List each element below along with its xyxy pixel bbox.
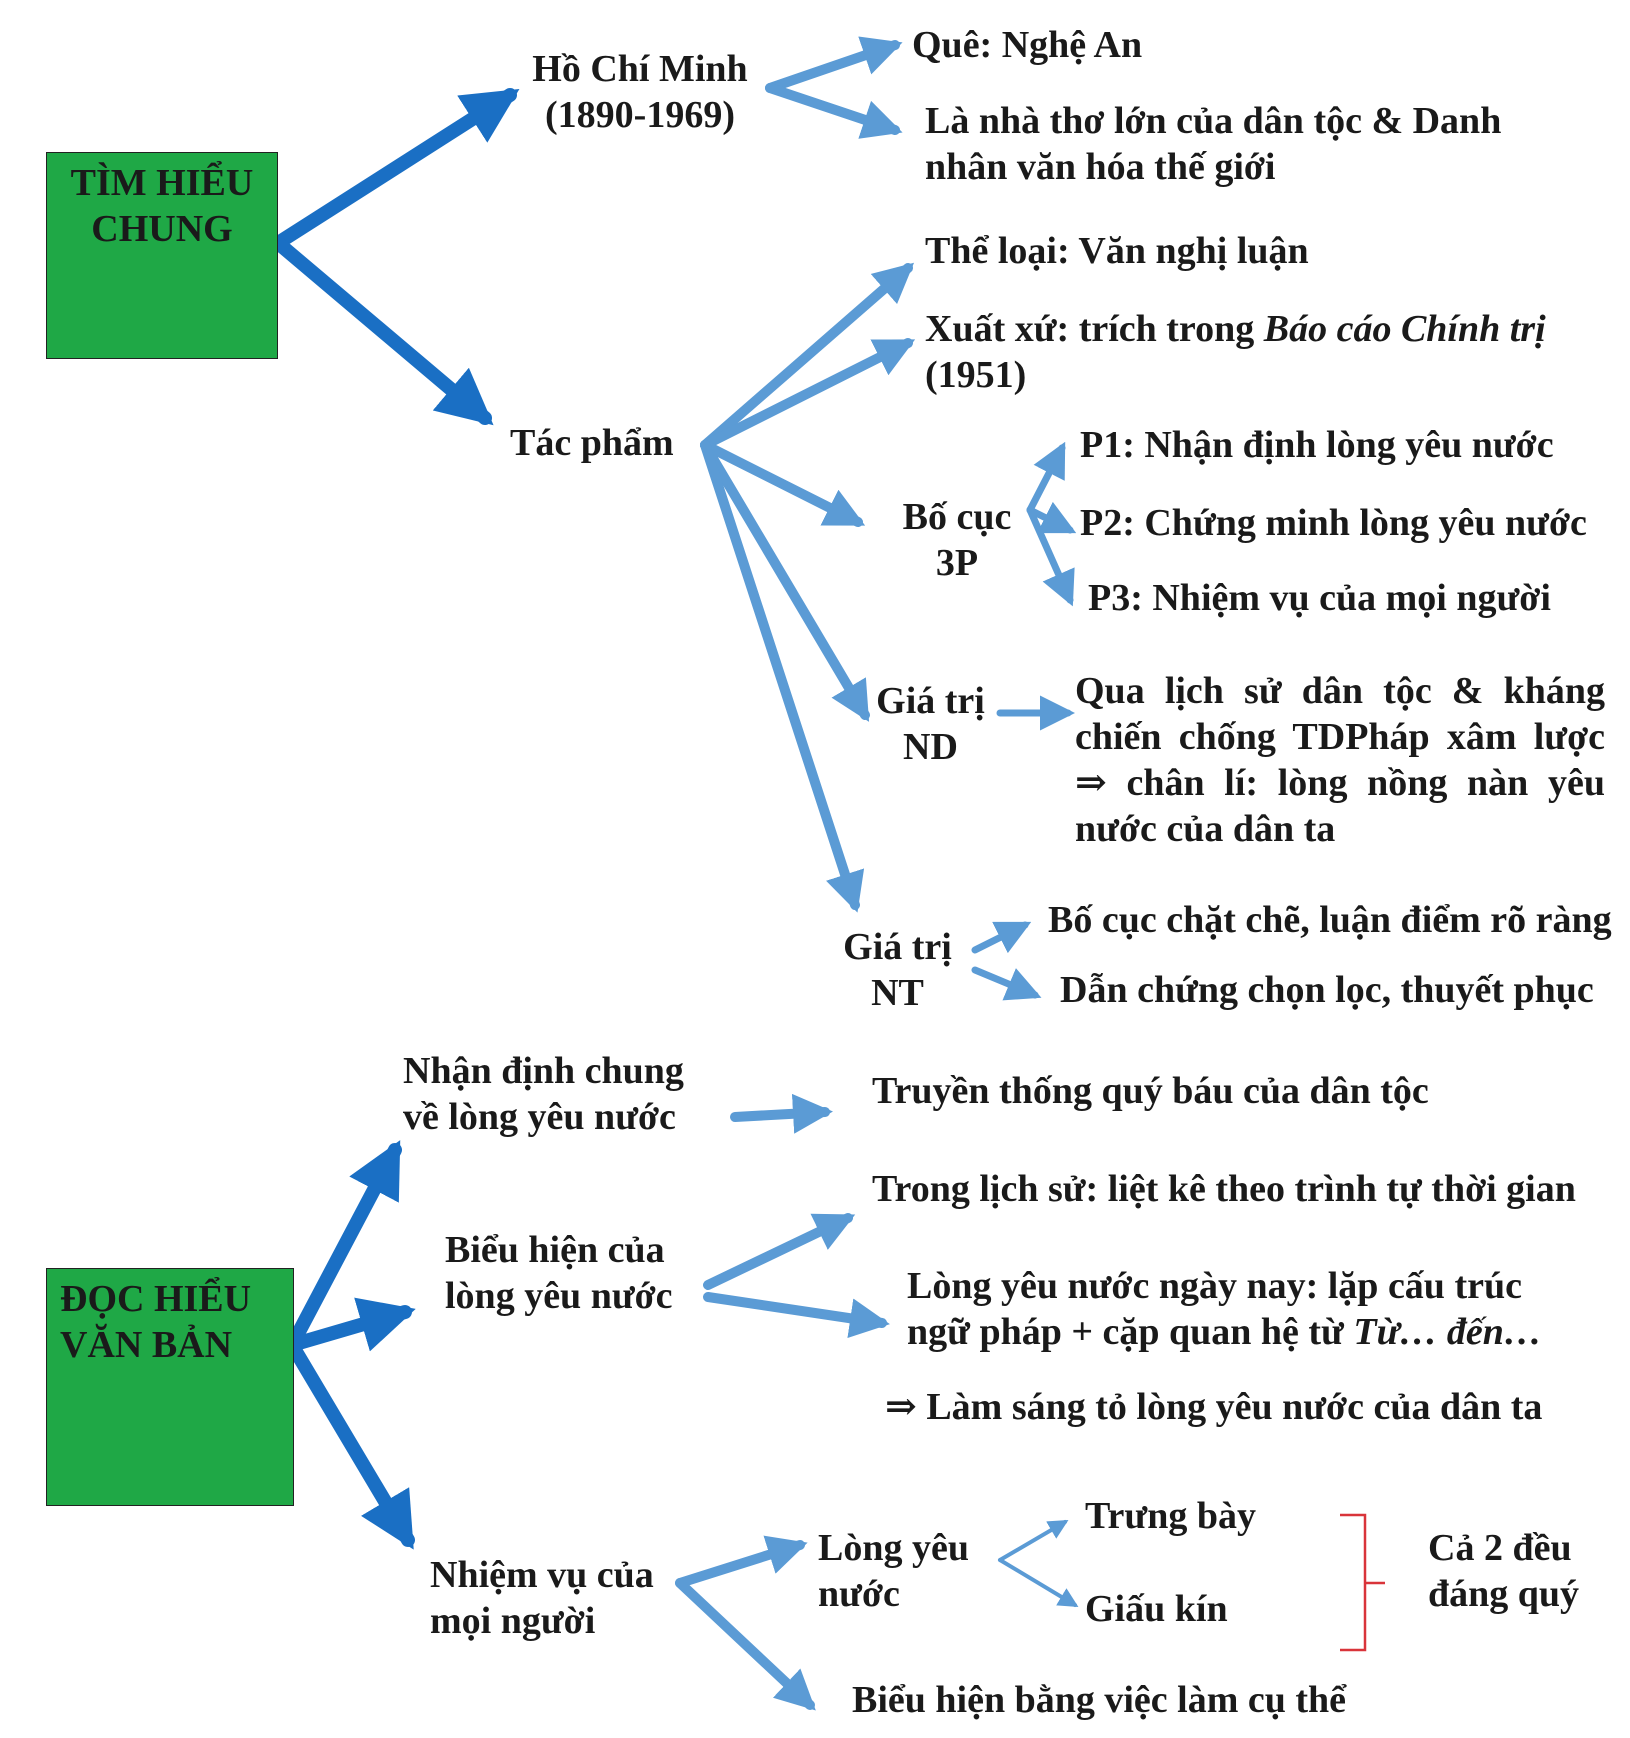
arrow-to-long-yeu-nuoc (675, 1535, 808, 1588)
arrow-to-p1 (1026, 441, 1066, 514)
arrow-to-bieu-hien (285, 1297, 416, 1352)
arrow-to-author (271, 88, 520, 250)
patriotism-node: Lòng yêu nước (818, 1527, 969, 1615)
arrow-to-p2 (1026, 501, 1077, 534)
arrow-nt-2 (971, 966, 1042, 1001)
tradition-text: Truyền thống quý báu của dân tộc (872, 1070, 1429, 1112)
work-origin-title: Báo cáo Chính trị (1263, 308, 1546, 350)
section-label-tim-hieu-chung: TÌM HIỂU CHUNG (70, 162, 254, 250)
section-box-tim-hieu-chung (46, 152, 278, 359)
author-node: Hồ Chí Minh (1890-1969) (520, 46, 760, 138)
art-value-node: Giá trị NT (843, 926, 952, 1014)
arrow-to-nhan-dinh (285, 1140, 402, 1352)
concrete-action-text: Biểu hiện bằng việc làm cụ thể (852, 1679, 1347, 1721)
work-node: Tác phẩm (510, 422, 674, 464)
clarify-text: ⇒ Làm sáng tỏ lòng yêu nước của dân ta (885, 1386, 1543, 1428)
art-value-item-2: Dẫn chứng chọn lọc, thuyết phục (1060, 969, 1594, 1011)
arrow-nt-1 (971, 921, 1032, 954)
displayed-text: Trưng bày (1085, 1495, 1256, 1537)
work-structure-node: Bố cục 3P (902, 496, 1012, 584)
arrow-to-work (271, 236, 494, 426)
general-judgement-node: Nhận định chung về lòng yêu nước (403, 1050, 684, 1138)
arrow-to-viec-lam (675, 1578, 816, 1711)
arrow-to-the-loai (700, 262, 915, 450)
work-origin: Xuất xứ: trích trong Báo cáo Chính trị (… (925, 308, 1546, 396)
author-hometown: Quê: Nghệ An (912, 24, 1143, 66)
structure-part-1: P1: Nhận định lòng yêu nước (1080, 424, 1554, 466)
arrow-to-que (765, 36, 903, 93)
arrow-to-desc (765, 83, 903, 139)
structure-part-3: P3: Nhiệm vụ của mọi người (1088, 577, 1551, 619)
section-box-doc-hieu-van-ban (46, 1268, 294, 1506)
arrow-to-p3 (1026, 506, 1075, 607)
structure-part-2: P2: Chứng minh lòng yêu nước (1080, 502, 1587, 544)
arrow-to-nt (700, 440, 865, 913)
hidden-text: Giấu kín (1085, 1588, 1228, 1630)
arrow-to-trung-bay (998, 1519, 1069, 1562)
arrow-to-bo-cuc (700, 440, 866, 527)
duty-node: Nhiệm vụ của mọi người (430, 1554, 654, 1642)
arrow-to-lich-su (703, 1213, 856, 1290)
expression-node: Biểu hiện của lòng yêu nước (445, 1229, 673, 1317)
work-genre: Thể loại: Văn nghị luận (925, 230, 1309, 272)
section-label-doc-hieu-van-ban: ĐỌC HIỂU VĂN BẢN (60, 1278, 252, 1366)
arrow-to-giau-kin (998, 1558, 1079, 1608)
arrow-to-nd (700, 440, 870, 722)
arrow-to-xuat-xu (700, 338, 916, 450)
author-years: (1890-1969) (545, 94, 735, 136)
author-name: Hồ Chí Minh (532, 48, 748, 90)
content-value-text: Qua lịch sử dân tộc & kháng chiến chống … (1075, 670, 1605, 850)
arrow-to-ngay-nay (703, 1292, 890, 1339)
today-text: Lòng yêu nước ngày nay: lặp cấu trúc ngữ… (907, 1265, 1542, 1353)
today-text-italic: Từ… đến… (1353, 1311, 1542, 1353)
history-text: Trong lịch sử: liệt kê theo trình tự thờ… (872, 1168, 1576, 1210)
arrow-to-nhiem-vu (285, 1338, 415, 1550)
arrow-to-truyen-thong (730, 1093, 833, 1134)
both-precious-text: Cả 2 đều đáng quý (1428, 1527, 1580, 1615)
content-value-node: Giá trị ND (876, 680, 985, 768)
author-description: Là nhà thơ lớn của dân tộc & Danh nhân v… (925, 100, 1502, 188)
brace (1340, 1513, 1385, 1652)
art-value-item-1: Bố cục chặt chẽ, luận điểm rõ ràng (1048, 899, 1612, 941)
